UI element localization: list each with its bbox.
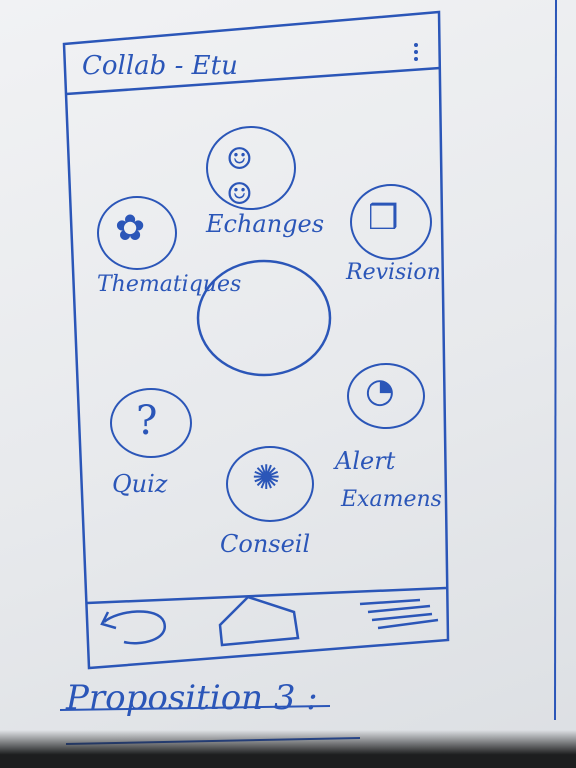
people-icon: ☺☺ — [226, 142, 253, 212]
home-icon[interactable] — [218, 595, 300, 647]
feature-label: Quiz — [112, 470, 168, 498]
book-icon: ❒ — [368, 198, 399, 238]
app-title: Collab - Etu — [82, 51, 238, 81]
feature-label: Alert — [335, 447, 396, 475]
app-bar-divider — [65, 66, 441, 96]
feature-label-2: Examens — [341, 487, 442, 512]
bottom-nav-divider — [86, 586, 447, 605]
back-arrow-icon[interactable] — [100, 610, 166, 645]
feature-label: Echanges — [206, 210, 325, 238]
open-book-icon: ✿ — [115, 208, 146, 249]
feature-label: Thematiques — [97, 272, 242, 297]
vertical-dots-icon[interactable] — [406, 40, 426, 70]
question-mark-icon: ? — [136, 398, 158, 444]
lightbulb-icon: ✺ — [252, 458, 281, 498]
feature-label: Revision — [346, 260, 441, 285]
feature-label: Conseil — [220, 530, 311, 558]
phone-outline — [62, 10, 450, 670]
hamburger-icon[interactable] — [359, 598, 439, 630]
alarm-icon: ◔ — [365, 371, 395, 411]
caption: Proposition 3 : — [66, 678, 318, 718]
center-circle — [196, 259, 332, 377]
desk-shadow — [0, 730, 576, 768]
